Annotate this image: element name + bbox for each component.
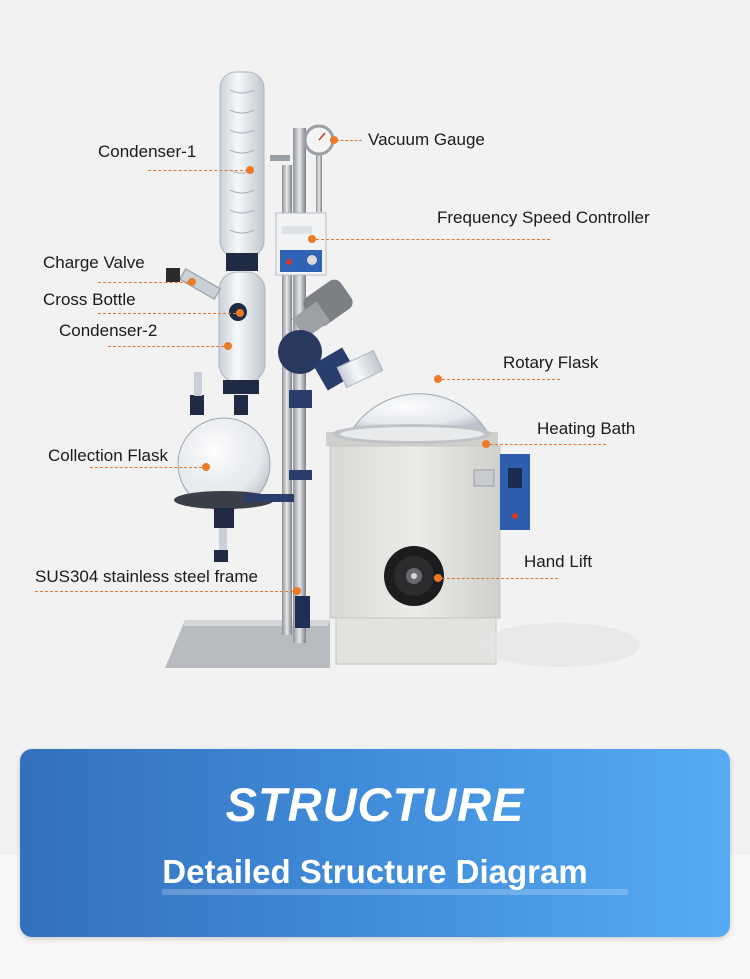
rotary-flask-illustration <box>336 349 487 431</box>
controller-box <box>275 212 327 276</box>
leader-frequency-speed-controller <box>316 239 550 240</box>
vacuum-gauge-illustration <box>303 124 335 212</box>
label-condenser-2: Condenser-2 <box>59 321 158 340</box>
label-cross-bottle: Cross Bottle <box>43 290 136 309</box>
label-rotary-flask: Rotary Flask <box>503 353 599 372</box>
dot-cross-bottle <box>236 309 244 317</box>
leader-rotary-flask <box>442 379 560 380</box>
label-frame: SUS304 stainless steel frame <box>35 567 258 586</box>
leader-collection-flask <box>90 467 202 468</box>
dot-rotary-flask <box>434 375 442 383</box>
label-heating-bath: Heating Bath <box>537 419 636 438</box>
dot-vacuum-gauge <box>330 136 338 144</box>
hand-lift-knob <box>384 546 444 606</box>
leader-frame <box>35 591 293 592</box>
label-condenser-1: Condenser-1 <box>98 142 197 161</box>
dot-condenser-2 <box>224 342 232 350</box>
condenser-2-illustration <box>166 268 266 394</box>
label-charge-valve: Charge Valve <box>43 253 145 272</box>
structure-banner: STRUCTURE Detailed Structure Diagram <box>20 749 730 937</box>
dot-condenser-1 <box>246 166 254 174</box>
dot-frequency-speed-controller <box>308 235 316 243</box>
leader-condenser-2 <box>108 346 224 347</box>
leader-hand-lift <box>442 578 558 579</box>
dot-frame <box>293 587 301 595</box>
condenser-1-illustration <box>219 71 265 271</box>
label-collection-flask: Collection Flask <box>48 446 168 465</box>
leader-vacuum-gauge <box>336 140 362 141</box>
label-vacuum-gauge: Vacuum Gauge <box>368 130 485 149</box>
label-hand-lift: Hand Lift <box>524 552 593 571</box>
dot-hand-lift <box>434 574 442 582</box>
dot-heating-bath <box>482 440 490 448</box>
leader-charge-valve <box>98 282 188 283</box>
collection-flask-illustration <box>174 372 294 562</box>
subtitle-highlight <box>162 889 628 895</box>
heating-bath-illustration <box>326 424 640 667</box>
leader-cross-bottle <box>98 313 236 314</box>
rotary-evaporator-illustration <box>165 71 640 668</box>
dot-collection-flask <box>202 463 210 471</box>
dot-charge-valve <box>188 278 196 286</box>
banner-subtitle: Detailed Structure Diagram <box>162 853 588 890</box>
leader-heating-bath <box>490 444 606 445</box>
leader-condenser-1 <box>148 170 248 171</box>
banner-title: STRUCTURE <box>225 778 525 831</box>
frame-rod <box>270 128 312 643</box>
label-frequency-speed-controller: Frequency Speed Controller <box>437 208 650 227</box>
